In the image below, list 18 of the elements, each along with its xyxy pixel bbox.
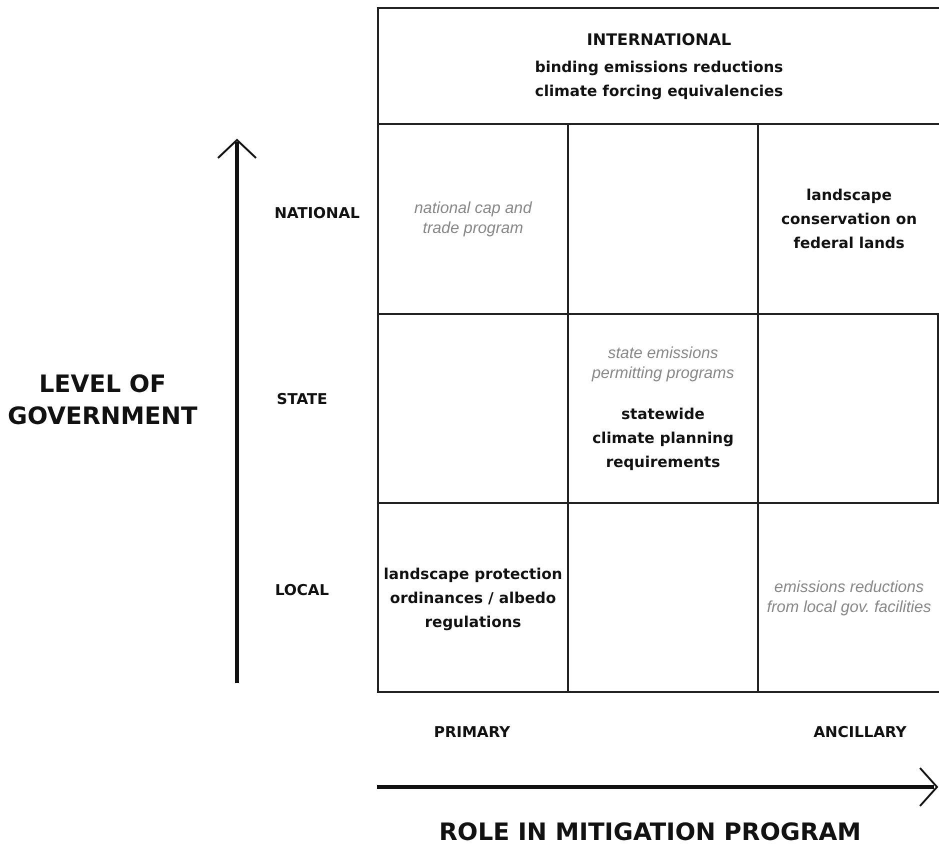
axis-title: ROLE IN MITIGATION PROGRAM: [438, 818, 862, 846]
axis-title: LEVEL OF GOVERNMENT: [6, 369, 198, 432]
italic-note: emissions reductions from local gov. facilities: [766, 578, 932, 618]
header-panel: [377, 7, 939, 125]
column-label: ANCILLARY: [812, 723, 908, 741]
row-label: STATE: [276, 390, 328, 408]
cell-text: climate forcing equivalencies: [534, 80, 784, 102]
panel-heading: INTERNATIONAL: [586, 30, 732, 48]
cell-text: statewide climate planning requirements: [591, 404, 735, 472]
cell-text: binding emissions reductions: [534, 56, 784, 78]
matrix-cell: [377, 502, 569, 693]
italic-note: national cap and trade program: [413, 199, 534, 239]
row-label: NATIONAL: [273, 204, 361, 222]
row-label: LOCAL: [274, 581, 330, 599]
column-label: PRIMARY: [432, 723, 512, 741]
italic-note: state emissions permitting programs: [590, 344, 736, 384]
cell-text: landscape protection ordinances / albedo regulations: [383, 564, 563, 632]
cell-text: landscape conservation on federal lands: [780, 185, 918, 254]
